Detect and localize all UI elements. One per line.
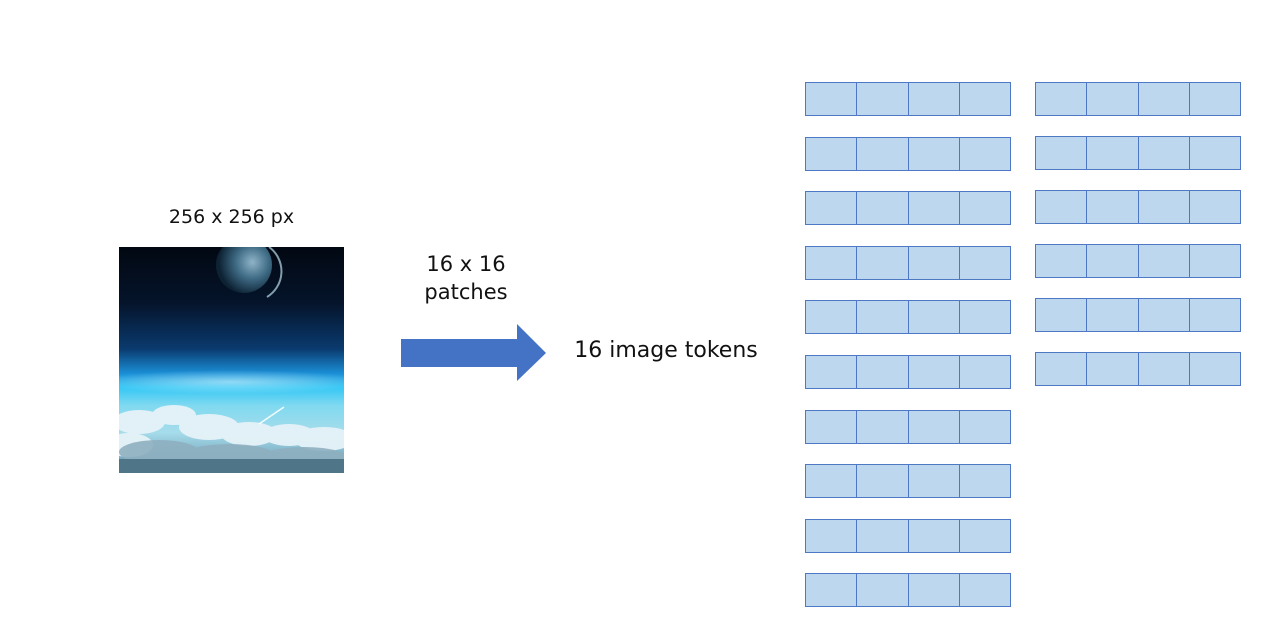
- token-row-right-1: [1035, 82, 1241, 116]
- token-cell: [1188, 245, 1240, 277]
- token-cell: [1137, 191, 1189, 223]
- token-cell: [958, 356, 1010, 388]
- image-size-label: 256 x 256 px: [168, 206, 295, 228]
- token-cell: [1086, 191, 1137, 223]
- token-cell: [1036, 191, 1086, 223]
- token-row-right-3: [1035, 190, 1241, 224]
- token-cell: [958, 301, 1010, 333]
- token-cell: [1036, 245, 1086, 277]
- token-row-left-2: [805, 137, 1011, 171]
- token-cell: [958, 247, 1010, 279]
- token-cell: [958, 465, 1010, 497]
- token-cell: [958, 574, 1010, 606]
- token-row-left-4: [805, 246, 1011, 280]
- image-tokens-label: 16 image tokens: [574, 338, 758, 363]
- token-cell: [1137, 299, 1189, 331]
- token-cell: [907, 411, 959, 443]
- token-cell: [1137, 137, 1189, 169]
- token-cell: [1137, 353, 1189, 385]
- token-row-right-2: [1035, 136, 1241, 170]
- token-cell: [907, 520, 959, 552]
- patch-size-label-line2: patches: [424, 280, 508, 304]
- token-cell: [1188, 137, 1240, 169]
- token-cell: [806, 411, 856, 443]
- token-cell: [806, 520, 856, 552]
- token-cell: [806, 356, 856, 388]
- token-cell: [806, 138, 856, 170]
- token-row-left-9: [805, 519, 1011, 553]
- token-row-left-7: [805, 410, 1011, 444]
- token-cell: [1188, 299, 1240, 331]
- token-cell: [958, 138, 1010, 170]
- patch-size-label: 16 x 16 patches: [396, 250, 536, 306]
- token-cell: [1036, 299, 1086, 331]
- token-row-left-1: [805, 82, 1011, 116]
- token-row-right-4: [1035, 244, 1241, 278]
- token-row-left-6: [805, 355, 1011, 389]
- token-row-left-5: [805, 300, 1011, 334]
- token-cell: [1086, 353, 1137, 385]
- token-cell: [1137, 245, 1189, 277]
- token-cell: [907, 138, 959, 170]
- token-cell: [907, 301, 959, 333]
- token-cell: [1137, 83, 1189, 115]
- token-cell: [1036, 137, 1086, 169]
- token-cell: [1188, 83, 1240, 115]
- token-cell: [856, 411, 907, 443]
- token-row-right-5: [1035, 298, 1241, 332]
- token-row-left-8: [805, 464, 1011, 498]
- token-cell: [1188, 191, 1240, 223]
- token-cell: [1036, 83, 1086, 115]
- token-cell: [806, 247, 856, 279]
- token-cell: [806, 574, 856, 606]
- token-cell: [806, 301, 856, 333]
- token-cell: [907, 192, 959, 224]
- token-cell: [958, 192, 1010, 224]
- token-row-left-10: [805, 573, 1011, 607]
- token-cell: [907, 465, 959, 497]
- token-cell: [1086, 245, 1137, 277]
- token-cell: [1036, 353, 1086, 385]
- token-cell: [856, 574, 907, 606]
- token-cell: [856, 465, 907, 497]
- right-arrow-icon: [401, 324, 546, 381]
- token-cell: [856, 247, 907, 279]
- token-cell: [907, 83, 959, 115]
- token-cell: [806, 83, 856, 115]
- space-planet-over-clouds-image: [119, 247, 344, 473]
- token-row-left-3: [805, 191, 1011, 225]
- token-cell: [1086, 137, 1137, 169]
- token-cell: [806, 192, 856, 224]
- patch-size-label-line1: 16 x 16: [426, 252, 506, 276]
- token-cell: [907, 356, 959, 388]
- token-cell: [856, 356, 907, 388]
- token-cell: [1188, 353, 1240, 385]
- token-cell: [856, 520, 907, 552]
- token-row-right-6: [1035, 352, 1241, 386]
- token-cell: [907, 247, 959, 279]
- token-cell: [856, 83, 907, 115]
- token-cell: [856, 192, 907, 224]
- token-cell: [907, 574, 959, 606]
- token-cell: [856, 301, 907, 333]
- token-cell: [958, 411, 1010, 443]
- token-cell: [958, 520, 1010, 552]
- token-cell: [856, 138, 907, 170]
- token-cell: [1086, 83, 1137, 115]
- token-cell: [958, 83, 1010, 115]
- token-cell: [806, 465, 856, 497]
- token-cell: [1086, 299, 1137, 331]
